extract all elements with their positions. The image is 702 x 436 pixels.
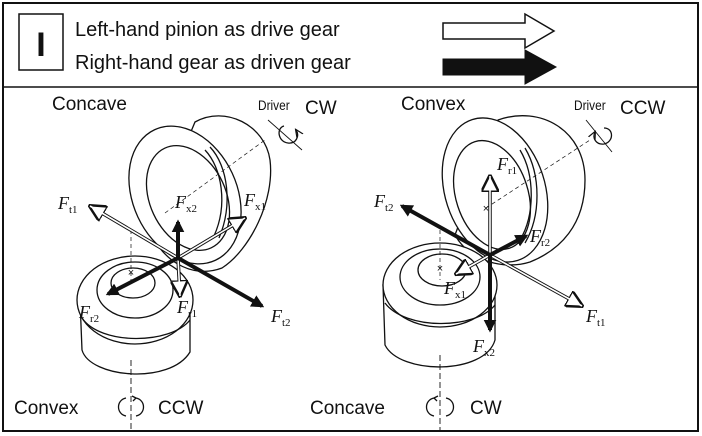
right-fx1-label: Fx1 [443,278,466,301]
right-driven-rotation-icon [425,397,455,417]
left-driven-rotation-label: CCW [158,398,203,419]
legend: I Left-hand pinion as drive gear Right-h… [18,12,558,85]
right-pinion [441,115,586,266]
left-fr2-arrow [105,256,179,296]
right-gear-forces [399,204,529,333]
right-top-surface-label: Convex [401,94,466,115]
left-driver-label: Driver [258,97,290,113]
right-fr1-label: Fr1 [496,154,517,177]
left-fr2-label: Fr2 [78,302,99,325]
left-ft2-label: Ft2 [270,306,291,329]
hollow-arrow-icon [442,12,556,50]
left-panel: Concave Driver CW × [14,94,337,430]
solid-arrow-icon [442,49,558,85]
right-pinion-forces [456,176,582,306]
left-fr1-label: Fr1 [176,297,197,320]
left-ft1-label: Ft1 [57,193,78,216]
legend-line-2: Right-hand gear as driven gear [75,52,351,74]
right-gear-center-mark: × [437,263,443,275]
left-fx1-label: Fx1 [243,190,266,213]
right-panel: Convex Driver CCW × × [310,94,665,430]
right-ft2-label: Ft2 [373,191,394,214]
right-ft1-label: Ft1 [585,306,606,329]
left-driven-rotation-icon [117,397,145,417]
left-driver-rotation-label: CW [305,98,337,119]
right-fx2-label: Fx2 [472,336,495,359]
legend-badge-box [18,13,64,71]
legend-line-1: Left-hand pinion as drive gear [75,19,340,41]
left-top-surface-label: Concave [52,94,127,115]
left-gear-forces [105,219,265,308]
left-gear-center-mark: × [128,267,134,279]
right-driver-rotation-label: CCW [620,98,665,119]
left-gear [76,255,194,375]
right-fr2-label: Fr2 [529,226,550,249]
right-driver-label: Driver [574,97,606,113]
right-fr2-arrow [489,234,529,257]
right-driven-rotation-label: CW [470,398,502,419]
right-bottom-surface-label: Concave [310,398,385,419]
right-driver-axis [585,119,613,153]
left-ft2-arrow [177,256,265,308]
right-ft2-arrow [399,204,491,257]
right-pinion-center-mark: × [483,203,489,215]
right-driver-rotation-icon [594,127,613,145]
left-pinion-forces [90,206,245,296]
legend-badge: I [36,26,45,64]
left-fx2-label: Fx2 [174,192,197,215]
left-driver-axis [267,119,303,151]
left-driver-rotation-icon [278,125,298,144]
left-bottom-surface-label: Convex [14,398,79,419]
